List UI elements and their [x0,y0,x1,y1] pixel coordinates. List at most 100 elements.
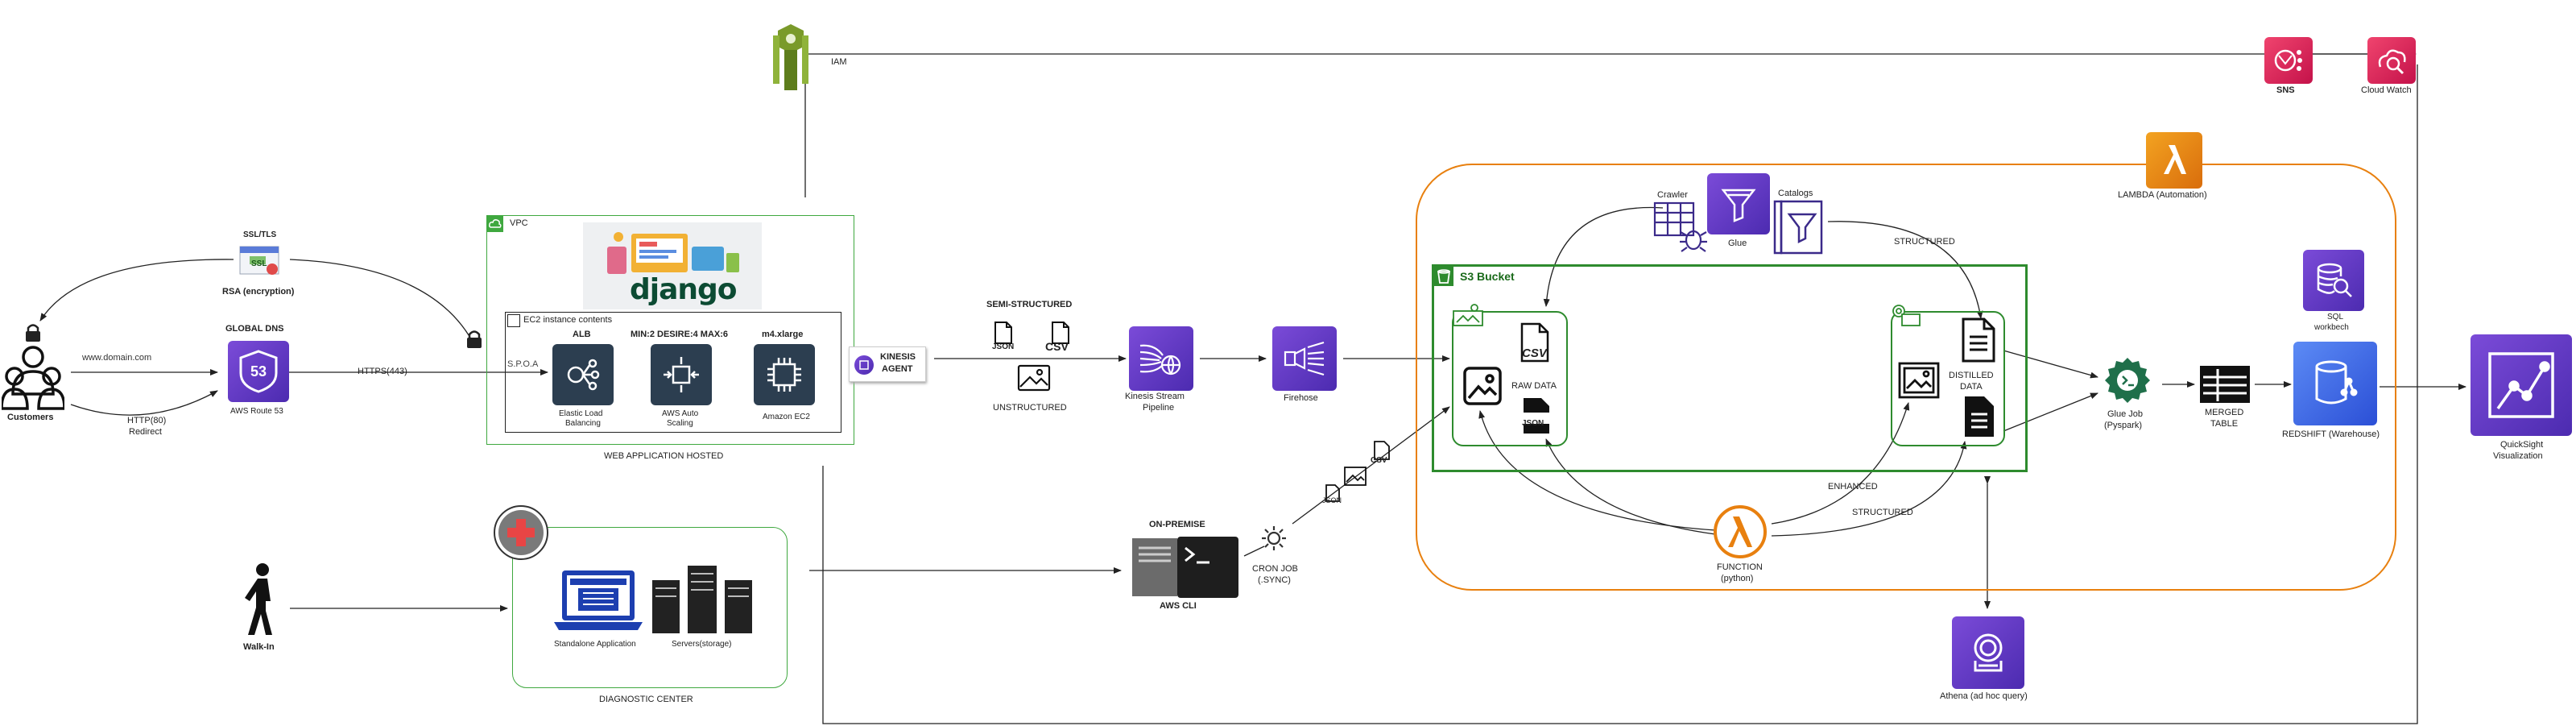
glue-job-icon [2102,355,2153,406]
aws-cli-icon [1131,535,1240,599]
function-to-raw-image [1478,410,1716,531]
customers-icon [0,342,66,413]
crawler-label: Crawler [1657,190,1688,200]
cloudwatch-icon [2367,37,2416,84]
autoscaling-label-2: Scaling [667,419,693,428]
distilled-label-1: DISTILLED [1949,371,1994,380]
route53-icon: 53 [228,341,289,402]
s3-bucket-container: S3 Bucket [1432,264,2028,472]
distilled-label-2: DATA [1960,382,1983,392]
django-logo: django [583,222,762,309]
global-dns-label: GLOBAL DNS [225,324,284,334]
kinesis-stream-label-2: Pipeline [1143,403,1175,413]
ec2-contents-box: EC2 instance contents [505,312,841,433]
ec2-label: Amazon EC2 [763,413,810,421]
lock-icon [465,329,483,348]
kinesis-agent-label-2: AGENT [882,364,913,374]
customers-label: Customers [7,413,54,422]
firehose-icon [1272,326,1337,391]
cron-label-1: CRON JOB [1252,564,1298,574]
catalogs-to-distilled [1827,221,1983,319]
cron-label-2: (.SYNC) [1258,575,1291,585]
cron-image-file-icon [1343,466,1367,487]
iam-label: IAM [831,57,847,67]
raw-json-icon [1520,396,1553,435]
cron-gear-icon [1259,524,1288,553]
https-label: HTTPS(443) [358,367,407,376]
function-to-raw-json [1545,438,1716,535]
raw-csv-icon [1517,322,1553,363]
lambda-automation-label: LAMBDA (Automation) [2118,190,2207,200]
lambda-automation-icon [2146,132,2202,189]
athena-icon [1952,616,2024,689]
spoa-label: S.P.O.A [507,359,539,369]
autoscaling-label-1: AWS Auto [662,409,699,418]
kinesis-agent-icon [854,355,874,375]
ssl-tls-label: SSL/TLS [243,230,277,239]
cron-to-s3 [1292,406,1450,525]
catalog-icon [1772,200,1825,256]
route53-label: AWS Route 53 [230,407,283,416]
s3-bucket-label: S3 Bucket [1460,270,1515,283]
redshift-label: REDSHIFT (Warehouse) [2282,429,2380,439]
http-label: HTTP(80) [127,416,167,425]
sql-label-2: workbech [2314,323,2349,332]
aws-cli-label: AWS CLI [1160,601,1197,611]
distilled-zone-badge-icon [1891,303,1923,327]
function-structured [1771,441,1967,537]
image-file-icon [1017,364,1051,392]
semi-structured-label: SEMI-STRUCTURED [986,300,1073,309]
distilled-data-zone [1891,305,2005,446]
distilled-image-icon [1897,361,1941,400]
csv-file-icon [1049,321,1072,345]
alb-label: ALB [573,330,591,339]
crawler-icon [1653,201,1711,255]
standalone-label: Standalone Application [554,640,636,649]
quicksight-icon [2471,334,2572,436]
vpc-label: VPC [510,218,528,228]
s3-bucket-icon [1434,267,1453,286]
redshift-icon [2293,342,2377,425]
ssl-badge-text: SSL [251,259,267,268]
csv-label: CSV [1045,340,1069,353]
glue-label: Glue [1728,239,1747,248]
cloudwatch-label: Cloud Watch [2361,85,2412,95]
ec2-icon [754,344,815,405]
walk-in-icon [242,562,282,637]
cron-csv-file-icon [1372,440,1391,461]
vpc-cloud-icon [487,216,503,232]
distilled-filled-document-icon [1962,395,1995,438]
function-label-1: FUNCTION [1717,562,1763,572]
firehose-label: Firehose [1284,393,1318,403]
merged-label-2: TABLE [2210,419,2239,429]
elb-label-1: Elastic Load [559,409,603,418]
glue-job-label-2: (Pyspark) [2104,421,2143,430]
ec2-chip-icon [507,314,520,327]
json-label: JSON [992,342,1015,351]
walk-in-label: Walk-In [243,642,275,652]
raw-data-label: RAW DATA [1511,381,1557,391]
redirect-curve [70,390,218,416]
raw-json-label: JSON [1522,419,1544,428]
cron-csv-label: CSV [1371,456,1387,465]
sql-workbench-icon [2303,250,2364,311]
elb-label-2: Balancing [565,419,601,428]
autoscaling-icon [651,344,712,405]
rsa-to-alb [289,259,476,347]
kinesis-stream-label-1: Kinesis Stream [1125,392,1185,401]
structured-top-label: STRUCTURED [1894,237,1955,247]
raw-image-icon [1462,366,1503,406]
rsa-to-customers [39,259,234,322]
lambda-function-icon [1712,504,1768,560]
ssl-certificate-icon [238,242,283,280]
kinesis-agent-box: KINESIS AGENT [849,346,926,382]
athena-label: Athena (ad hoc query) [1940,691,2028,701]
crawler-to-raw [1543,206,1664,307]
sql-label-1: SQL [2327,313,2344,322]
merged-table-icon [2198,364,2251,404]
servers-label: Servers(storage) [672,640,732,649]
structured-bottom-label: STRUCTURED [1852,508,1913,517]
domain-label: www.domain.com [82,353,152,363]
